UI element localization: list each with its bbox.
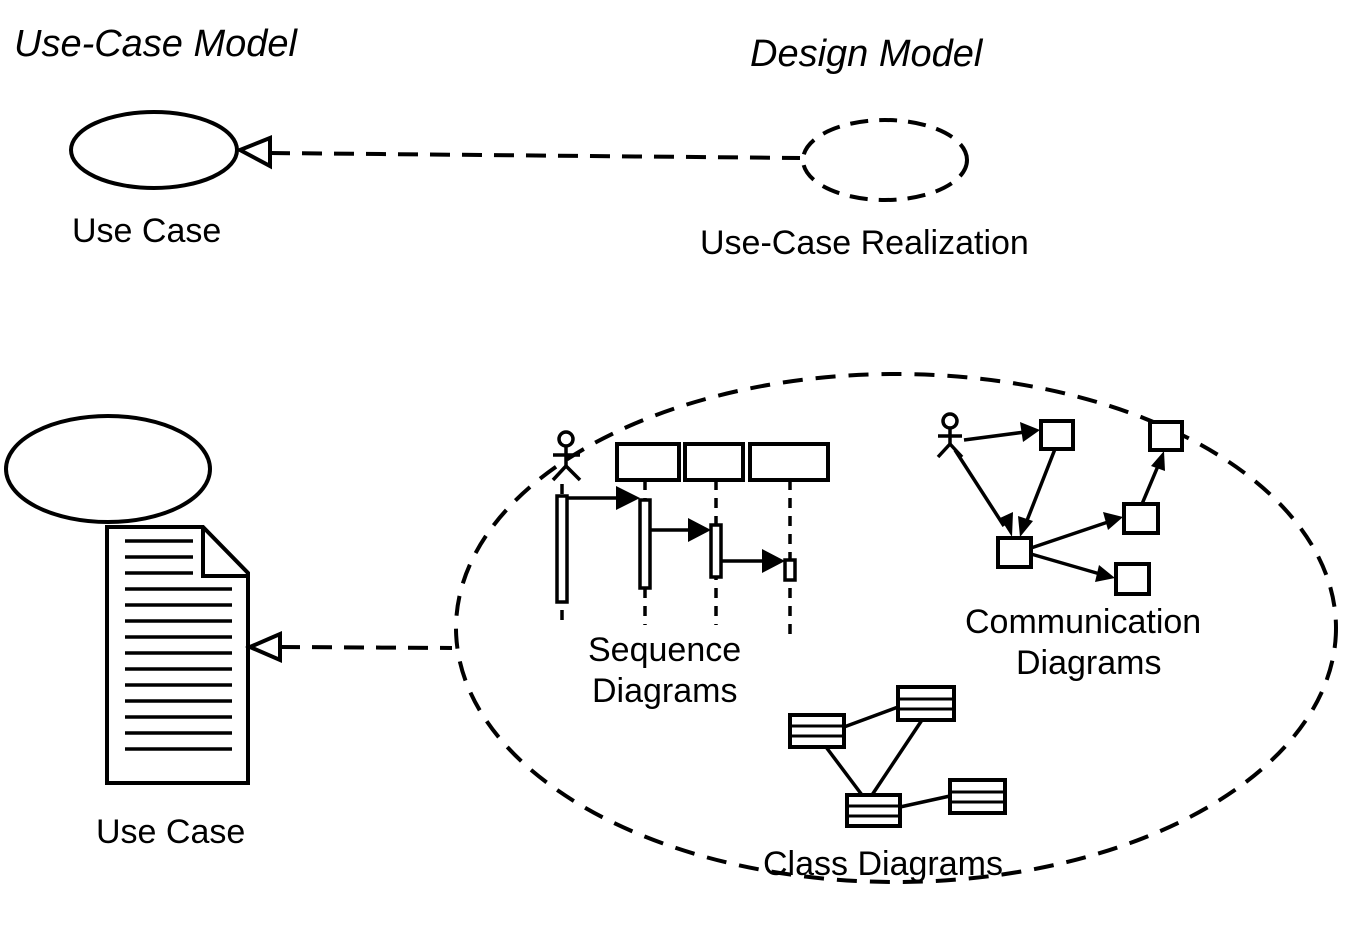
top-dashed-dependency-line [269, 151, 801, 160]
use-case-model-header: Use-Case Model [14, 23, 299, 65]
bottom-dashed-dependency-line [279, 645, 453, 650]
realization-container-dashed-ellipse [454, 372, 1338, 884]
class-box [845, 793, 902, 828]
sequence-actor-stick-figure-icon [551, 430, 582, 482]
class-diagram-icon [788, 685, 1007, 828]
sequence-diagram-icon [551, 430, 830, 635]
sequence-diagrams-label-line1: Sequence [588, 631, 741, 669]
bottom-realizes-relation [244, 630, 453, 664]
top-use-case: Use Case [69, 110, 239, 250]
communication-actor-stick-figure-icon [936, 412, 964, 459]
communication-diagrams-label-line1: Communication [965, 603, 1201, 641]
realization-dashed-ellipse-icon [801, 118, 969, 202]
use-case-bottom-label: Use Case [96, 813, 245, 851]
communication-diagram-icon [936, 412, 1184, 596]
communication-diagrams-label-line2: Diagrams [1016, 644, 1161, 682]
use-case-top-label: Use Case [72, 212, 221, 250]
class-box [788, 713, 846, 749]
top-use-case-realization: Use-Case Realization [700, 118, 1029, 262]
bottom-use-case-ellipse-icon [4, 414, 212, 524]
bottom-hollow-triangle-arrow-icon [244, 630, 282, 664]
top-realizes-relation [235, 135, 801, 170]
sequence-diagrams-label-line2: Diagrams [592, 672, 737, 710]
use-case-ellipse-icon [69, 110, 239, 190]
class-box [948, 778, 1007, 815]
top-hollow-triangle-arrow-icon [235, 135, 272, 170]
use-case-realization-label: Use-Case Realization [700, 224, 1029, 262]
class-diagrams-label: Class Diagrams [763, 845, 1003, 883]
class-box [896, 685, 956, 722]
bottom-use-case: Use Case [4, 414, 250, 851]
document-icon [105, 525, 250, 785]
design-model-header: Design Model [750, 33, 984, 75]
